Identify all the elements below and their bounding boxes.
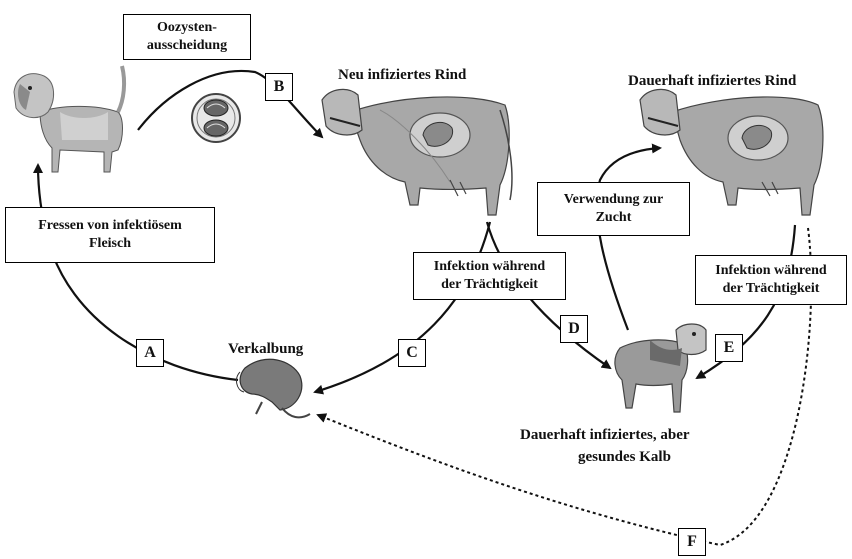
oocyst-excretion-line-1: Oozysten- [157,19,217,37]
breeding-use-label: Verwendung zur Zucht [537,182,690,236]
new-cow-title: Neu infiziertes Rind [338,66,466,84]
abortion-label: Verkalbung [228,340,303,358]
dog-icon [14,66,124,172]
infection-pregnancy-label-2: Infektion während der Trächtigkeit [695,255,847,305]
oocyst-excretion-line-2: ausscheidung [147,37,227,55]
marker-f: F [678,528,706,556]
infection-pregnancy-1-line-1: Infektion während [434,258,545,276]
marker-b: B [265,73,293,101]
breeding-use-line-2: Zucht [596,209,632,227]
marker-a: A [136,339,164,367]
calf-to-permanent-cow-arrow [597,148,660,330]
fetus-icon [237,359,310,417]
permanent-cow-title: Dauerhaft infiziertes Rind [628,72,796,90]
oocyst-excretion-label: Oozysten- ausscheidung [123,14,251,60]
infection-pregnancy-2-line-1: Infektion während [715,262,826,280]
calf-caption-line-2: gesundes Kalb [578,448,671,466]
marker-e: E [715,334,743,362]
marker-c: C [398,339,426,367]
eat-infected-meat-line-1: Fressen von infektiösem [38,217,182,235]
eat-infected-meat-line-2: Fleisch [89,235,131,253]
eat-infected-meat-label: Fressen von infektiösem Fleisch [5,207,215,263]
infection-pregnancy-1-line-2: der Trächtigkeit [441,276,538,294]
breeding-use-line-1: Verwendung zur [564,191,663,209]
infection-pregnancy-2-line-2: der Trächtigkeit [723,280,820,298]
calf-icon [615,324,706,412]
infection-pregnancy-label-1: Infektion während der Trächtigkeit [413,252,566,300]
calf-caption-line-1: Dauerhaft infiziertes, aber [520,426,690,444]
cow-icon [322,89,512,215]
marker-d: D [560,315,588,343]
oocyst-icon [192,94,240,142]
